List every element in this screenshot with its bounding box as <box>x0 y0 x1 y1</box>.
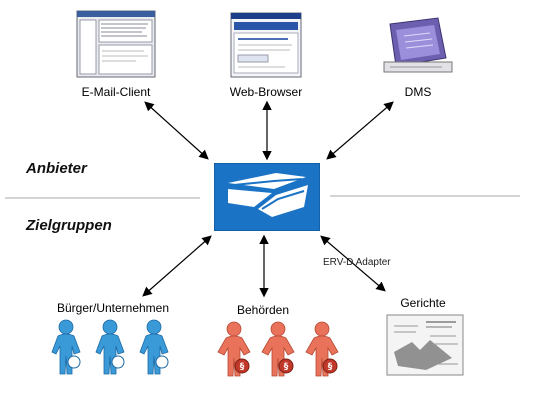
courts-label: Gerichte <box>400 296 446 310</box>
arrow-email-hub <box>144 101 209 160</box>
citizens-label: Bürger/Unternehmen <box>56 301 170 315</box>
email-client-icon <box>76 10 156 78</box>
svg-text:§: § <box>284 362 289 372</box>
web-browser-icon <box>230 12 302 78</box>
web-browser-label: Web-Browser <box>229 85 303 99</box>
dms-label: DMS <box>404 85 432 99</box>
authorities-label: Behörden <box>236 303 290 317</box>
arrow-dms-hub <box>326 101 394 160</box>
authority-figures-icon: § § § <box>217 321 339 377</box>
dms-icon <box>383 17 453 73</box>
section-providers-label: Anbieter <box>26 160 87 177</box>
arrow-courts-hub <box>320 235 386 292</box>
svg-text:§: § <box>328 362 333 372</box>
email-client-label: E-Mail-Client <box>81 85 151 99</box>
citizen-figures-icon <box>51 319 169 375</box>
section-target-groups-label: Zielgruppen <box>26 217 112 234</box>
arrow-citizens-hub <box>142 235 212 297</box>
court-document-icon <box>386 314 464 376</box>
svg-text:§: § <box>240 362 245 372</box>
erv-d-adapter-label: ERV-D Adapter <box>323 257 391 268</box>
hub-envelope-logo <box>214 163 320 231</box>
